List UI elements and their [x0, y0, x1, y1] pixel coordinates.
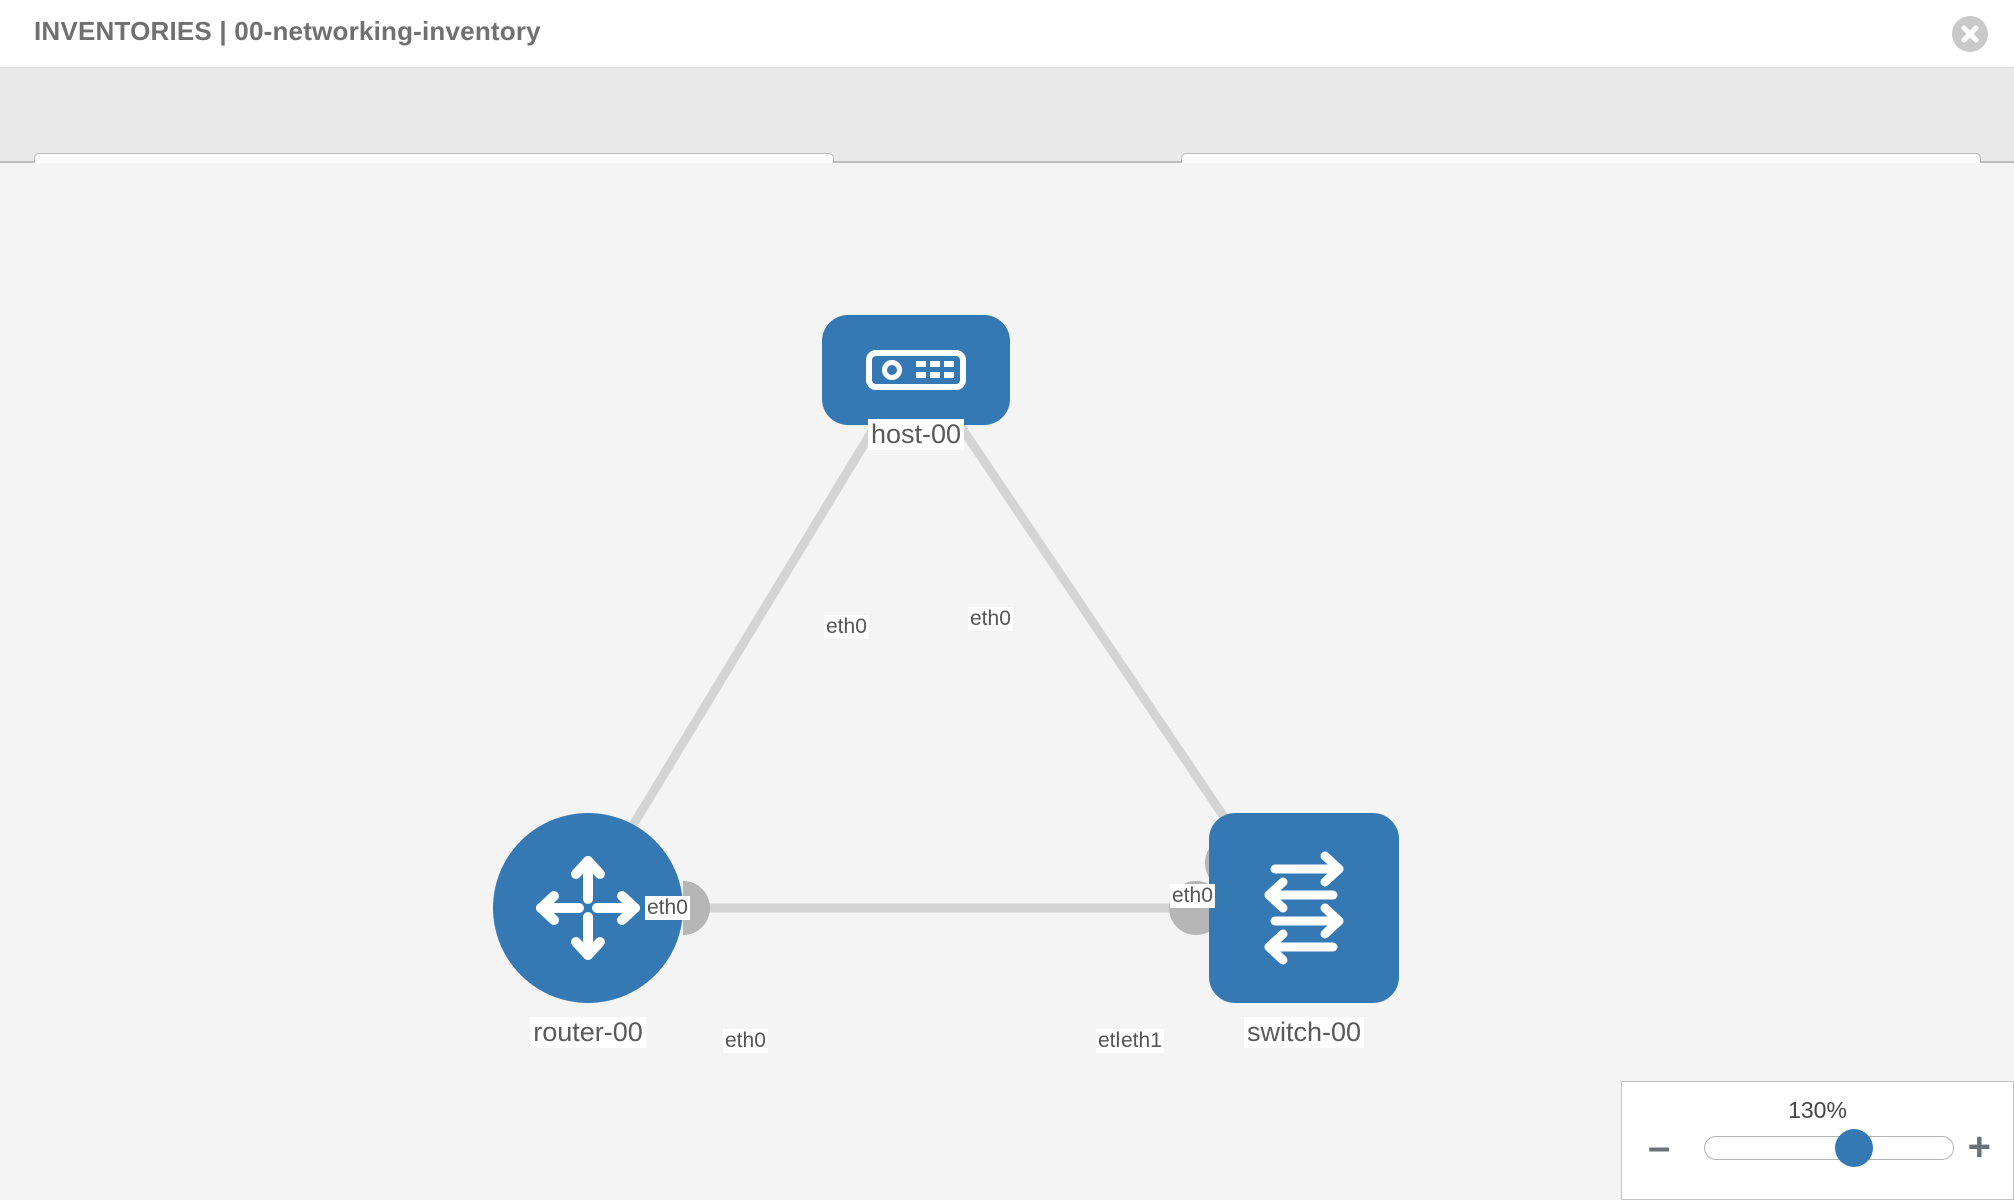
zoom-in-button[interactable]: +: [1967, 1125, 1991, 1169]
topology-node-label: host-00: [867, 419, 965, 450]
iface-label-host-left: eth0: [824, 615, 869, 639]
iface-label-host-right: eth0: [968, 607, 1013, 631]
close-icon[interactable]: [1952, 16, 1988, 52]
iface-label-switch-left-b: eth1: [1119, 1029, 1164, 1053]
page-header: INVENTORIES | 00-networking-inventory: [0, 0, 2014, 68]
topology-node-label: router-00: [530, 1017, 646, 1048]
topology-node-switch-00[interactable]: switch-00: [1209, 813, 1399, 1048]
switch-arrows-icon[interactable]: [1209, 813, 1399, 1003]
topology-canvas[interactable]: host-00 router-00: [0, 163, 2014, 1200]
topology-node-label: switch-00: [1243, 1017, 1365, 1048]
iface-label-switch-up: eth0: [1170, 884, 1215, 908]
toolbar: ACTIONS SEARCH: [0, 68, 2014, 213]
zoom-out-button[interactable]: –: [1648, 1125, 1671, 1169]
zoom-slider-track[interactable]: [1704, 1129, 1954, 1167]
zoom-level-value: 130%: [1788, 1097, 1847, 1123]
page-title: INVENTORIES | 00-networking-inventory: [34, 16, 541, 46]
iface-label-router-right: eth0: [723, 1029, 768, 1053]
topology-node-host-00[interactable]: host-00: [822, 315, 1010, 450]
zoom-control-panel: 130% – +: [1621, 1081, 2014, 1200]
zoom-slider-thumb[interactable]: [1834, 1129, 1873, 1167]
iface-label-router-up: eth0: [645, 896, 690, 920]
server-icon[interactable]: [822, 315, 1010, 425]
